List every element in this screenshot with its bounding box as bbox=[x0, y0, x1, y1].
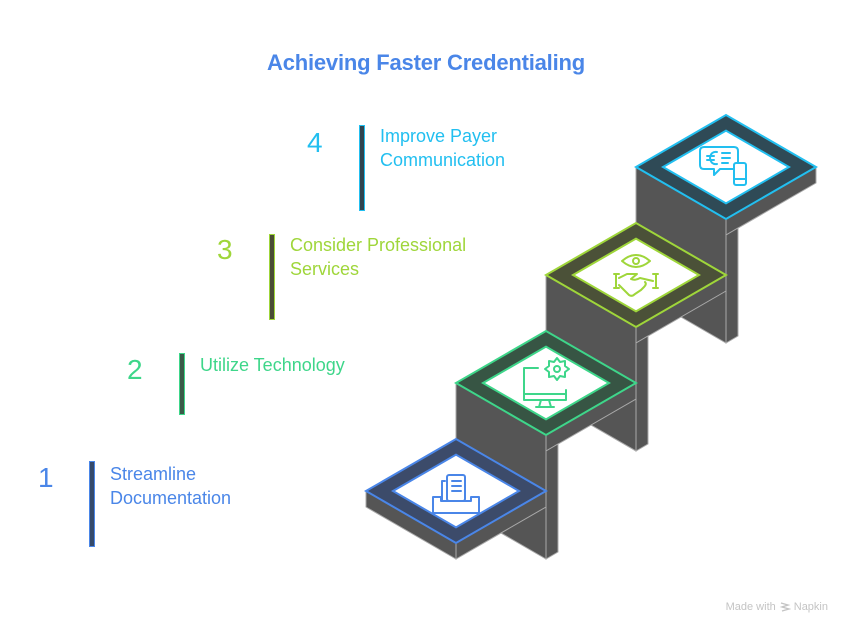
stair-riser-strip bbox=[725, 227, 739, 344]
step-number: 2 bbox=[127, 354, 143, 385]
footer-made-with: Made with bbox=[725, 601, 776, 613]
computer-gear-icon bbox=[523, 357, 570, 408]
step-title: Utilize Technology bbox=[200, 353, 345, 377]
stair-step-1-top bbox=[364, 437, 548, 545]
document-tray-icon bbox=[432, 474, 480, 514]
stair-step-2-top bbox=[454, 329, 638, 437]
step-top-inner bbox=[481, 345, 611, 421]
step-number: 3 bbox=[217, 234, 233, 265]
step-number: 4 bbox=[307, 127, 323, 158]
step-title-line: Communication bbox=[380, 150, 506, 170]
step-divider-bar bbox=[269, 234, 275, 320]
step-number: 1 bbox=[38, 462, 54, 493]
stair-step-4-top bbox=[634, 113, 818, 221]
stair-step-3-top bbox=[544, 221, 728, 329]
footer-brand: Napkin bbox=[793, 601, 828, 613]
stair-block-1 bbox=[365, 490, 547, 560]
stair-riser-strip bbox=[545, 443, 559, 560]
step-divider-bar bbox=[179, 353, 185, 415]
napkin-logo-icon bbox=[779, 602, 791, 612]
step-divider-bar bbox=[89, 461, 95, 547]
step-divider-bar bbox=[359, 125, 365, 211]
step-title-line: Streamline bbox=[110, 464, 197, 484]
step-top-inner bbox=[661, 129, 791, 205]
step-title-line: Improve Payer bbox=[380, 126, 498, 146]
footer-watermark: Made with Napkin bbox=[726, 601, 828, 613]
step-title-line: Consider Professional bbox=[290, 235, 467, 255]
diagram-title: Achieving Faster Credentialing bbox=[267, 50, 585, 75]
step-title-line: Utilize Technology bbox=[200, 355, 345, 375]
eye-handshake-icon bbox=[613, 254, 659, 297]
stair-riser-strip bbox=[635, 335, 649, 452]
euro-chat-phone-icon bbox=[699, 146, 747, 186]
step-title-line: Services bbox=[290, 259, 360, 279]
step-title-line: Documentation bbox=[110, 488, 232, 508]
